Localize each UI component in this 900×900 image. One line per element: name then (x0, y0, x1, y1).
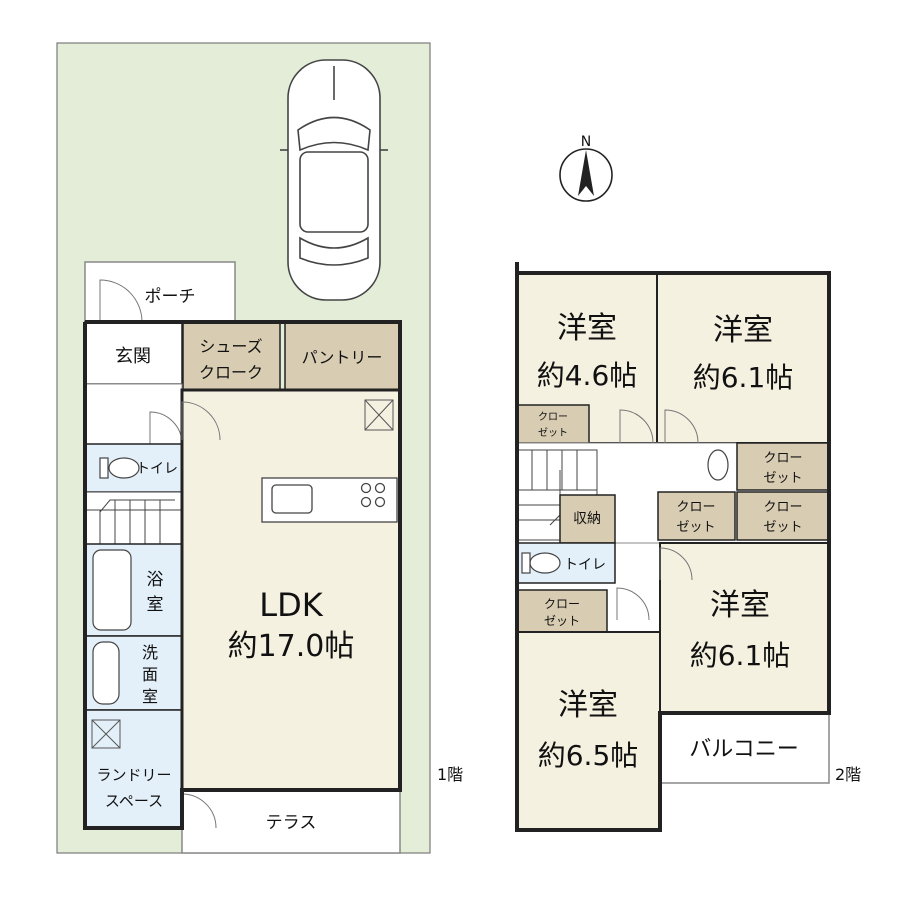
floor-2-label: 2階 (835, 765, 861, 784)
room-d-size-label: 約6.5帖 (538, 739, 639, 772)
porch-label: ポーチ (145, 287, 196, 307)
closet-d-label-line1: クロー (544, 597, 580, 611)
room-d-name-label: 洋室 (558, 688, 618, 723)
sink-icon (92, 641, 120, 705)
washroom-label-line3: 室 (142, 687, 158, 706)
skylight-icon (91, 719, 121, 749)
closet-b-label-line1: クロー (763, 451, 802, 466)
ldk-name-label: LDK (259, 586, 323, 624)
car-icon (280, 59, 388, 301)
toilet-2f-label: トイレ (564, 557, 606, 573)
washroom-label-line1: 洗 (142, 643, 158, 662)
ldk-room (180, 388, 402, 792)
closet-c2-label-line2: ゼット (763, 520, 802, 535)
room-c (659, 542, 830, 714)
closet-c1 (657, 491, 736, 541)
floor-2-plan (515, 262, 831, 832)
north-compass-icon (559, 148, 613, 202)
terrace-label: テラス (266, 813, 317, 833)
floor-1-plan (56, 42, 431, 854)
washroom-label-line2: 面 (142, 665, 158, 684)
bath-label-line2: 室 (147, 595, 164, 615)
closet-a-label-line2: ゼット (538, 427, 568, 439)
closet-c1-label-line1: クロー (676, 500, 715, 515)
shoe-cloak-label-line1: シューズ (199, 337, 262, 356)
exterior-wall-1f (83, 320, 402, 830)
room-b-size-label: 約6.1帖 (693, 361, 794, 394)
skylight-icon (364, 399, 394, 431)
shoe-cloak-room (182, 321, 281, 391)
toilet-1f-icon (108, 457, 140, 479)
room-a-name-label: 洋室 (557, 311, 617, 346)
hallway-1f (84, 383, 183, 445)
ldk-size-label: 約17.0帖 (228, 629, 355, 664)
room-a-size-label: 約4.6帖 (537, 359, 638, 392)
kitchen-counter (261, 477, 398, 523)
exterior-wall-2f (515, 262, 831, 832)
stairs-1f (84, 491, 183, 545)
room-d (516, 631, 661, 831)
closet-d-label-line2: ゼット (544, 614, 580, 628)
closet-b-label-line2: ゼット (763, 471, 802, 486)
sink-2f-icon (707, 449, 729, 481)
closet-b (736, 442, 830, 491)
room-c-name-label: 洋室 (710, 588, 770, 623)
entrance-room (84, 321, 183, 385)
closet-c2-label-line1: クロー (763, 500, 802, 515)
storage-room (559, 494, 616, 544)
room-b (656, 272, 830, 444)
compass-label: N (581, 134, 591, 150)
storage-label: 収納 (573, 511, 601, 527)
shoe-cloak-label-line2: クローク (199, 363, 263, 382)
laundry-label-line1: ランドリー (96, 766, 171, 784)
balcony-label: バルコニー (689, 737, 799, 762)
room-c-size-label: 約6.1帖 (690, 639, 791, 672)
closet-a-label-line1: クロー (538, 411, 568, 423)
laundry-label-line2: スペース (105, 792, 163, 810)
pantry-label: パントリー (302, 348, 383, 367)
bath-label-line1: 浴 (147, 570, 164, 590)
entrance-label: 玄関 (115, 346, 151, 367)
toilet-1f-label: トイレ (136, 461, 178, 477)
closet-c1-label-line2: ゼット (676, 520, 715, 535)
room-b-name-label: 洋室 (713, 313, 773, 348)
terrace-area (181, 789, 401, 854)
bathtub-icon (92, 549, 132, 631)
pantry-room (284, 321, 401, 391)
porch-door-swing (99, 279, 143, 323)
porch-area (84, 261, 236, 323)
closet-a (516, 404, 590, 444)
floor-1-label: 1階 (437, 765, 463, 784)
toilet-2f-icon (529, 552, 561, 574)
